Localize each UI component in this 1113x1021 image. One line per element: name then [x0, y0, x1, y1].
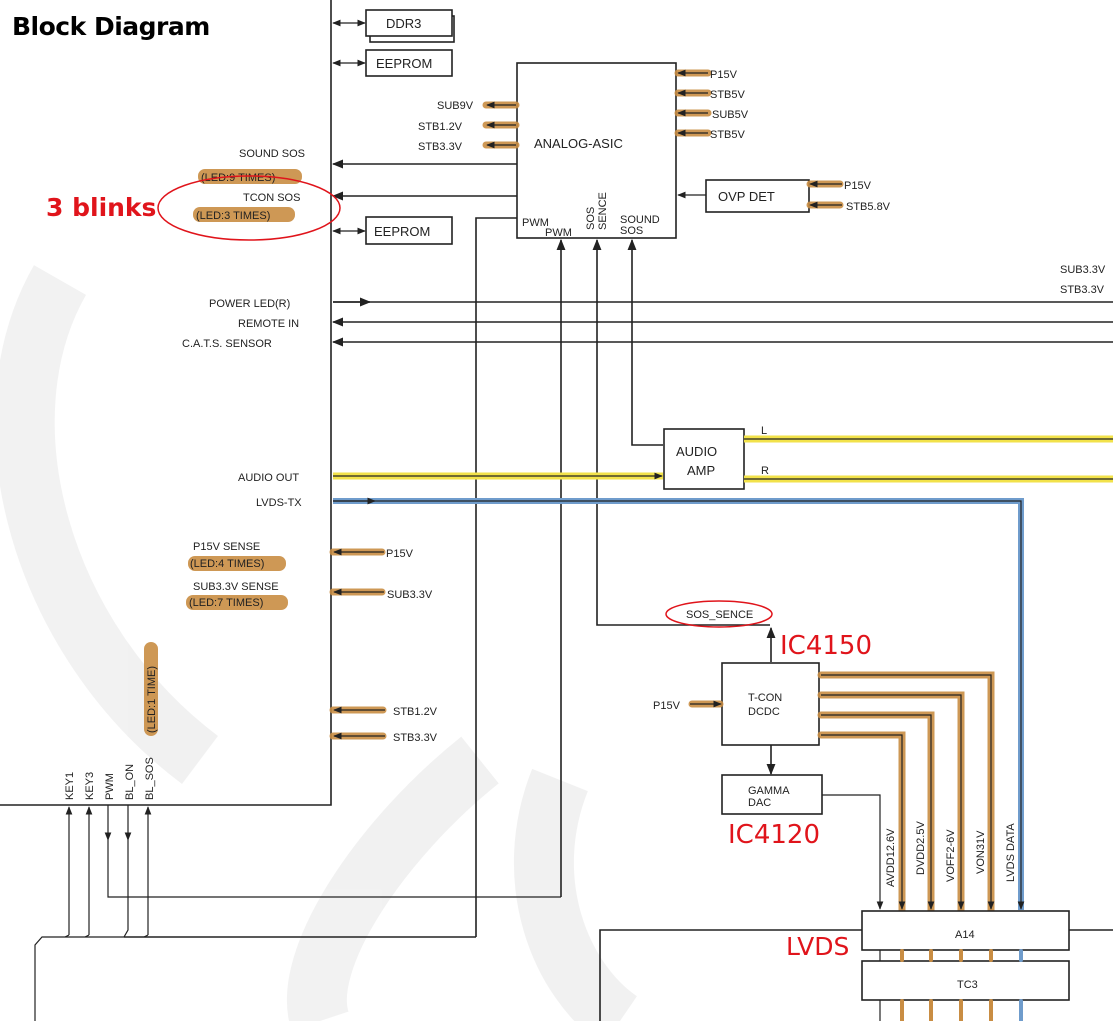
lvds-tx-label: LVDS-TX	[256, 497, 302, 509]
audio-path: AUDIO OUT AUDIO AMP L R	[238, 425, 1113, 490]
asic-right-inputs: P15V STB5V SUB5V STB5V	[674, 69, 749, 141]
audio-channel-l: L	[761, 425, 767, 437]
gamma-dac-group: GAMMA DAC	[721, 774, 884, 910]
analog-asic-block: ANALOG-ASIC PWM PWM SOS SENCE SOUND SOS	[516, 62, 677, 239]
asic-pin-sos: SOS	[585, 207, 597, 230]
p15v-sense-led: (LED:4 TIMES)	[190, 558, 264, 570]
ic4150-annotation: IC4150	[780, 631, 872, 661]
page-title: Block Diagram	[12, 12, 210, 41]
sense-in-p15v: P15V	[386, 548, 414, 560]
sound-sos-from-amp-wire	[627, 238, 663, 446]
tcon-dcdc-label-1: T-CON	[748, 692, 782, 704]
pin-key3: KEY3	[84, 772, 96, 800]
audio-channel-r: R	[761, 465, 769, 477]
asic-out-stb33v: STB3.3V	[418, 141, 463, 153]
ddr3-label: DDR3	[386, 16, 421, 31]
eeprom-bottom-block: EEPROM	[332, 216, 453, 245]
tcon-sos-led: (LED:3 TIMES)	[196, 210, 270, 222]
bottom-pins: KEY1 KEY3 PWM BL_ON BL_SOS	[34, 757, 561, 1021]
sense-in-sub33v: SUB3.3V	[387, 589, 433, 601]
rail-dvdd: DVDD2.5V	[915, 821, 927, 875]
tc3-label: TC3	[957, 979, 978, 991]
asic-pin-pwm-out: PWM	[522, 217, 549, 229]
ovp-det-label: OVP DET	[718, 189, 775, 204]
rail-lvds-data: LVDS DATA	[1005, 823, 1017, 882]
gamma-dac-label-1: GAMMA	[748, 785, 790, 797]
eeprom-top-block: EEPROM	[332, 49, 453, 77]
misc-signals: POWER LED(R) REMOTE IN C.A.T.S. SENSOR S…	[182, 264, 1113, 350]
power-led-label: POWER LED(R)	[209, 298, 290, 310]
tcon-sos-label: TCON SOS	[243, 192, 300, 204]
tcon-dcdc-group: SOS_SENCE T-CON DCDC P15V	[653, 600, 820, 776]
sub33v-sense-led: (LED:7 TIMES)	[189, 597, 263, 609]
audio-amp-label-2: AMP	[687, 463, 715, 478]
pin-pwm: PWM	[104, 773, 116, 800]
asic-pin-pwm-in: PWM	[545, 227, 572, 239]
a14-label: A14	[955, 929, 975, 941]
sound-sos-label: SOUND SOS	[239, 148, 305, 160]
sos-sence-label: SOS_SENCE	[686, 609, 753, 621]
eeprom-top-label: EEPROM	[376, 56, 432, 71]
asic-pin-sound-sos: SOS	[620, 225, 643, 237]
pin-key1: KEY1	[64, 772, 76, 800]
tcon-sos-highlight-circle	[157, 175, 341, 241]
audio-amp-label-1: AUDIO	[676, 444, 717, 459]
gamma-dac-label-2: DAC	[748, 797, 771, 809]
asic-in-sub5v: SUB5V	[712, 109, 749, 121]
pin-bl-on: BL_ON	[124, 764, 136, 800]
ovp-in-p15v: P15V	[844, 180, 872, 192]
rail-avdd: AVDD12.6V	[885, 828, 897, 887]
analog-asic-label: ANALOG-ASIC	[534, 136, 623, 151]
asic-pwm-out-wire	[475, 217, 517, 937]
remote-in-label: REMOTE IN	[238, 318, 299, 330]
sub33v-sense-label: SUB3.3V SENSE	[193, 581, 279, 593]
tcon-in-p15v: P15V	[653, 700, 681, 712]
audio-out-label: AUDIO OUT	[238, 472, 299, 484]
rail-von: VON31V	[975, 830, 987, 874]
asic-out-sub9v: SUB9V	[437, 100, 474, 112]
ovp-in-stb58v: STB5.8V	[846, 201, 891, 213]
asic-pin-sence: SENCE	[597, 192, 609, 230]
asic-out-stb12v: STB1.2V	[418, 121, 463, 133]
sound-sos-group: SOUND SOS (LED:9 TIMES) TCON SOS (LED:3 …	[157, 148, 341, 241]
cats-sensor-label: C.A.T.S. SENSOR	[182, 338, 272, 350]
ovp-det-block: OVP DET P15V STB5.8V	[677, 179, 891, 213]
tcon-dcdc-label-2: DCDC	[748, 706, 780, 718]
ic4120-annotation: IC4120	[728, 820, 820, 850]
asic-in-stb5v-2: STB5V	[710, 129, 746, 141]
sos-sence-highlight-circle	[665, 600, 773, 628]
asic-in-stb5v-1: STB5V	[710, 89, 746, 101]
sos-sence-wire	[592, 238, 770, 626]
sense-in-stb33v: STB3.3V	[393, 732, 438, 744]
sense-inputs: P15V SENSE (LED:4 TIMES) P15V SUB3.3V SE…	[144, 541, 438, 744]
sense-in-stb12v: STB1.2V	[393, 706, 438, 718]
led-1-time-label: (LED:1 TIME)	[146, 666, 158, 733]
connectors: A14 TC3	[599, 910, 1113, 1021]
lvds-path: LVDS-TX	[256, 497, 1025, 910]
panel-rails: AVDD12.6V DVDD2.5V VOFF2-6V VON31V LVDS …	[817, 671, 1017, 914]
watermark	[0, 265, 638, 1021]
ddr3-block: DDR3	[332, 9, 455, 43]
pin-bl-sos: BL_SOS	[144, 757, 156, 800]
blinks-annotation: 3 blinks	[46, 193, 157, 222]
asic-pin-sound: SOUND	[620, 214, 660, 226]
right-rail-stb33v: STB3.3V	[1060, 284, 1105, 296]
p15v-sense-label: P15V SENSE	[193, 541, 260, 553]
asic-in-p15v: P15V	[710, 69, 738, 81]
eeprom-bottom-label: EEPROM	[374, 224, 430, 239]
main-board-frame	[0, 0, 332, 806]
sound-sos-led: (LED:9 TIMES)	[201, 172, 275, 184]
rail-voff: VOFF2-6V	[945, 829, 957, 882]
right-rail-sub33v: SUB3.3V	[1060, 264, 1106, 276]
lvds-annotation: LVDS	[786, 932, 850, 961]
asic-left-outputs: SUB9V STB1.2V STB3.3V	[418, 100, 520, 153]
